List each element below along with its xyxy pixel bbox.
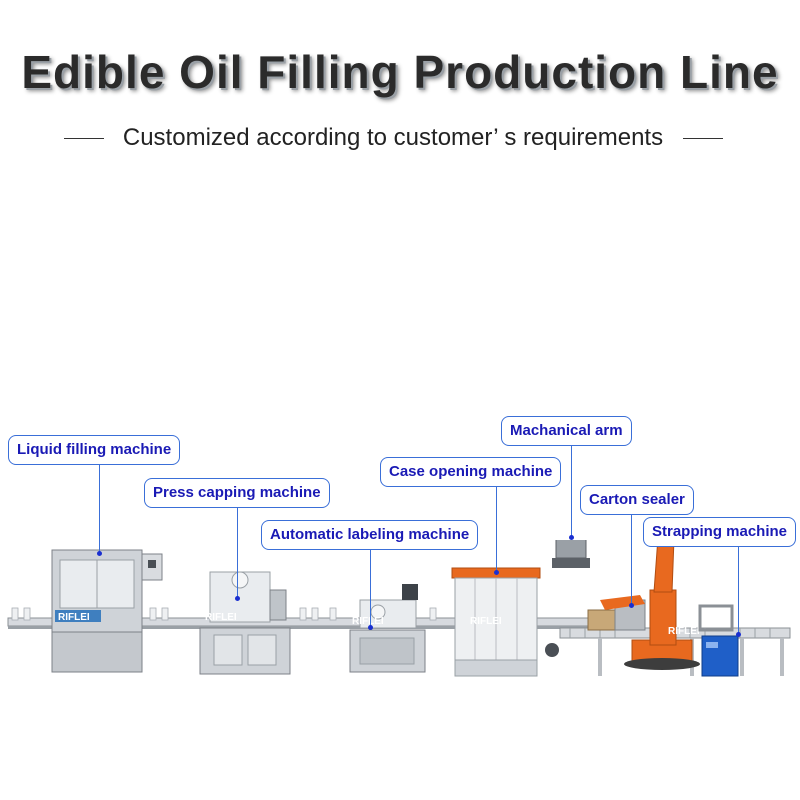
- anchor-dot-case-opening: [494, 570, 499, 575]
- page-subtitle: Customized according to customer’ s requ…: [122, 124, 664, 151]
- brand-watermark-4: RIFLEI: [470, 616, 502, 627]
- label-automatic-labeling-machine: Automatic labeling machine: [261, 520, 479, 550]
- label-press-capping-machine: Press capping machine: [144, 478, 330, 508]
- press-capping-machine: [199, 571, 291, 675]
- brand-watermark-1: RIFLEI: [58, 612, 90, 623]
- leader-press-capping: [237, 506, 238, 598]
- anchor-dot-strapping: [736, 632, 741, 637]
- mechanical-arm: [552, 540, 700, 670]
- page-title: Edible Oil Filling Production Line: [21, 46, 779, 98]
- automatic-labeling-machine: [349, 584, 426, 673]
- anchor-dot-mechanical-arm: [569, 535, 574, 540]
- anchor-dot-press-capping: [235, 596, 240, 601]
- strapping-machine: [698, 604, 739, 677]
- subtitle-rule-left: [64, 138, 104, 139]
- leader-strapping: [738, 546, 739, 634]
- brand-watermark-2: RIFLEI: [205, 612, 237, 623]
- subtitle-rule-right: [683, 138, 723, 139]
- carton-sealer: [587, 595, 646, 631]
- brand-watermark-3: RIFLEI: [352, 616, 384, 627]
- label-carton-sealer: Carton sealer: [580, 485, 694, 515]
- liquid-filling-machine: [51, 549, 163, 673]
- label-liquid-filling-machine: Liquid filling machine: [8, 435, 181, 465]
- leader-mechanical-arm: [571, 445, 572, 537]
- anchor-dot-auto-labeling: [368, 625, 373, 630]
- subtitle-row: Customized according to customer’ s requ…: [0, 124, 800, 154]
- leader-carton-sealer: [631, 513, 632, 605]
- brand-watermark-5: RIFLEI: [668, 626, 700, 637]
- production-line-illustration: RIFLEI RIFLEI RIFLEI RIFLEI: [7, 540, 791, 677]
- leader-case-opening: [496, 486, 497, 572]
- leader-auto-labeling: [370, 549, 371, 627]
- anchor-dot-liquid-filling: [97, 551, 102, 556]
- label-mechanical-arm: Machanical arm: [501, 416, 632, 446]
- leader-liquid-filling: [99, 463, 100, 553]
- label-case-opening-machine: Case opening machine: [380, 457, 562, 487]
- anchor-dot-carton-sealer: [629, 603, 634, 608]
- label-strapping-machine: Strapping machine: [643, 517, 797, 547]
